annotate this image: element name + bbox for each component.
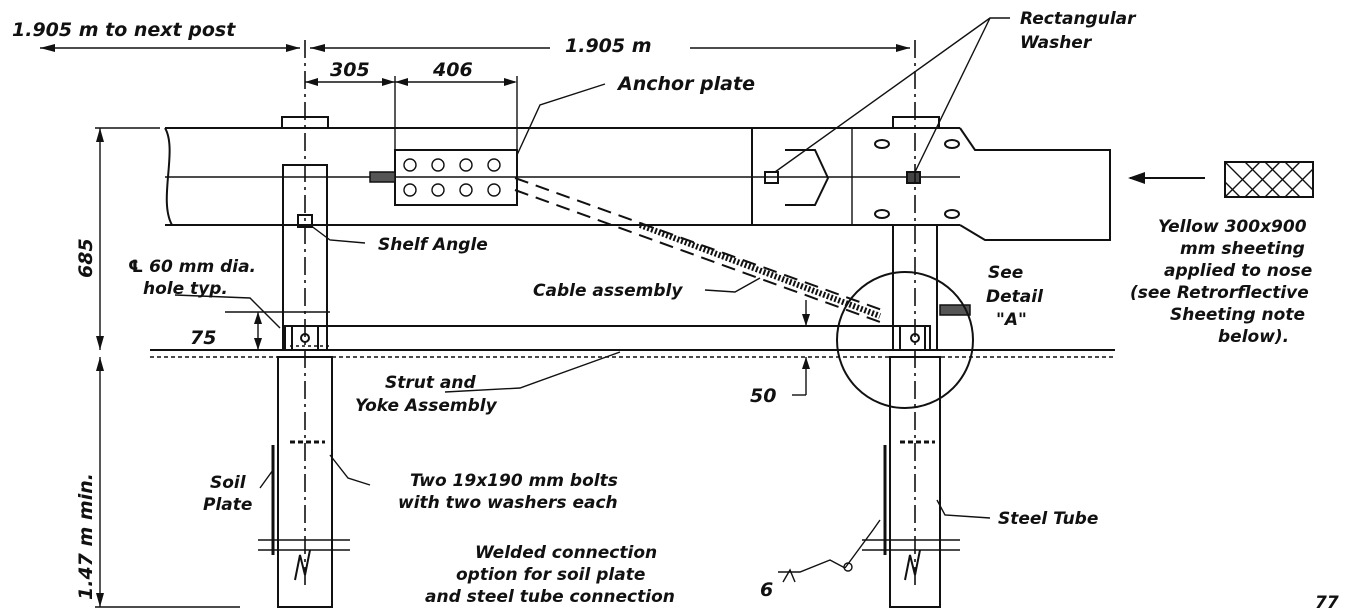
cable-assembly xyxy=(514,177,971,323)
sheeting-symbol xyxy=(1128,161,1314,198)
welded-label-2: option for soil plate xyxy=(456,565,645,585)
dim-685-label: 685 xyxy=(75,238,97,278)
page-number: 77 xyxy=(1315,593,1339,612)
cable-assembly-label: Cable assembly xyxy=(533,281,683,301)
steel-tube-label: Steel Tube xyxy=(998,509,1098,529)
yellow-sheeting-label-3: applied to nose xyxy=(1164,261,1312,281)
next-post-label: 1.905 m to next post xyxy=(12,19,236,41)
dim-75-label: 75 xyxy=(190,327,216,349)
anchor-plate-label: Anchor plate xyxy=(616,73,755,95)
yellow-sheeting-label-6: below). xyxy=(1218,327,1289,347)
dim-305-label: 305 xyxy=(330,59,370,81)
left-post xyxy=(258,40,350,608)
shelf-angle-label: Shelf Angle xyxy=(378,235,488,255)
rect-washer-label-2: Washer xyxy=(1020,33,1093,53)
strut-label-1: Strut and xyxy=(385,373,476,393)
weld-size-label: 6 xyxy=(760,579,773,601)
detail-a-circle xyxy=(836,271,974,409)
rect-washer-label-1: Rectangular xyxy=(1020,9,1137,29)
welded-label-1: Welded connection xyxy=(475,543,657,563)
see-detail-label-3: "A" xyxy=(996,310,1027,330)
yellow-sheeting-label-4: (see Retrorflective xyxy=(1130,283,1309,303)
dimension-lines xyxy=(40,44,910,608)
right-post xyxy=(862,40,960,608)
see-detail-label-2: Detail xyxy=(986,287,1044,307)
hole-label-2: hole typ. xyxy=(143,279,228,299)
dim-147-label: 1.47 m min. xyxy=(75,473,97,600)
soil-plate-label-2: Plate xyxy=(203,495,252,515)
dim-50-label: 50 xyxy=(750,385,776,407)
yellow-sheeting-label-2: mm sheeting xyxy=(1180,239,1305,259)
dim-406-label: 406 xyxy=(432,59,473,81)
strut-label-2: Yoke Assembly xyxy=(355,396,498,416)
leader-lines xyxy=(174,17,1010,583)
hole-label-1: ℄ 60 mm dia. xyxy=(128,257,256,277)
span-label: 1.905 m xyxy=(565,35,652,57)
bolts-label-2: with two washers each xyxy=(398,493,618,513)
soil-plate-label-1: Soil xyxy=(210,473,247,493)
w-beam-rail xyxy=(164,127,1111,241)
annotations: 1.905 m to next post 1.905 m 305 406 Rec… xyxy=(12,9,1339,612)
yellow-sheeting-label-1: Yellow 300x900 xyxy=(1158,217,1307,237)
welded-label-3: and steel tube connection xyxy=(425,587,675,607)
anchor-plate xyxy=(369,149,518,206)
strut-assembly xyxy=(284,325,931,351)
see-detail-label-1: See xyxy=(988,263,1023,283)
yellow-sheeting-label-5: Sheeting note xyxy=(1170,305,1305,325)
bolts-label-1: Two 19x190 mm bolts xyxy=(410,471,618,491)
